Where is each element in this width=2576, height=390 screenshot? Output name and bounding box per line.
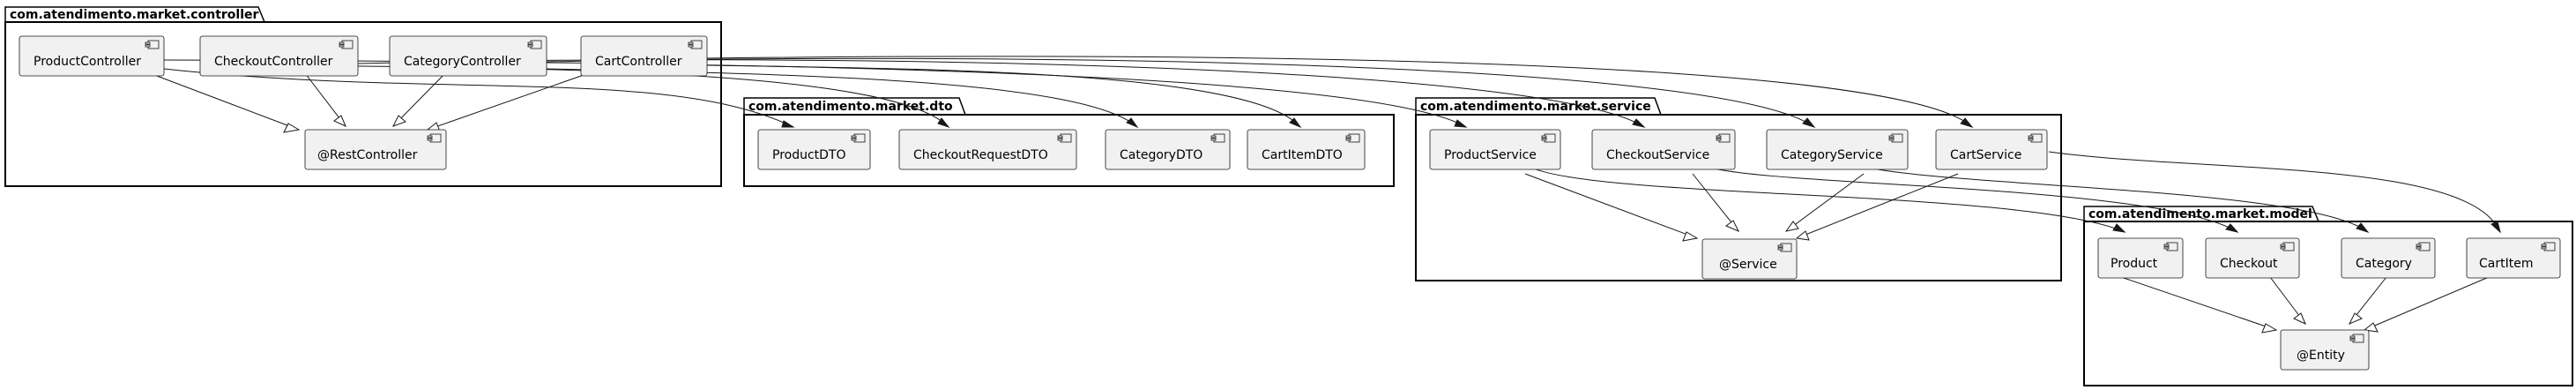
edge-categoryservice-service [1785, 173, 1865, 232]
component-cartitemdto[interactable]: CartItemDTO [1247, 129, 1366, 170]
component-productdto[interactable]: ProductDTO [757, 129, 871, 170]
edge-cartcontroller-cartservice [706, 56, 1973, 128]
component-label: ProductDTO [772, 148, 846, 162]
component-label: CartItemDTO [1262, 148, 1343, 162]
component-category[interactable]: Category [2341, 237, 2436, 279]
edge-product-entity [2120, 276, 2277, 331]
component-label: CartService [1950, 148, 2021, 162]
package-service-title: com.atendimento.market.service [1420, 100, 1651, 114]
component-label: CategoryDTO [1120, 148, 1202, 162]
edge-cartservice-service [1796, 173, 1959, 239]
edge-cartcontroller-cartitemdto [706, 64, 1301, 128]
component-label: Category [2356, 257, 2412, 271]
component-cartitem[interactable]: CartItem [2466, 237, 2561, 279]
component-label: CartController [595, 55, 682, 69]
component-label: CheckoutController [214, 55, 333, 69]
edge-cartservice-cartitem [2048, 151, 2501, 233]
edge-productservice-service [1524, 173, 1698, 239]
component-label: Checkout [2220, 257, 2278, 271]
component-checkoutcontroller[interactable]: CheckoutController [199, 35, 359, 77]
component-checkout[interactable]: Checkout [2205, 237, 2300, 279]
component-checkoutservice[interactable]: CheckoutService [1591, 129, 1736, 170]
package-dto: com.atendimento.market.dto [743, 97, 1395, 187]
component-label: ProductService [1444, 148, 1537, 162]
edge-categorycontroller-categoryservice [546, 57, 1815, 128]
package-model-title: com.atendimento.market.model [2088, 207, 2312, 221]
edge-categoryservice-category [1860, 165, 2369, 233]
component-service-annotation[interactable]: @Service [1701, 238, 1798, 280]
component-label: Product [2111, 257, 2158, 271]
edge-checkoutservice-checkout [1703, 165, 2238, 233]
component-label: CheckoutRequestDTO [913, 148, 1048, 162]
edge-categorycontroller-restcontroller [392, 72, 446, 127]
package-controller-title: com.atendimento.market.controller [10, 8, 258, 22]
realization-edges [149, 72, 2490, 334]
component-label: CartItem [2479, 257, 2533, 271]
component-entity-annotation[interactable]: @Entity [2280, 329, 2370, 371]
edge-productcontroller-productservice [163, 59, 1467, 128]
component-label: CategoryController [404, 55, 521, 69]
edge-productcontroller-productdto [163, 68, 794, 128]
edge-cartitem-entity [2364, 276, 2490, 331]
component-cartcontroller[interactable]: CartController [580, 35, 708, 77]
component-categoryservice[interactable]: CategoryService [1766, 129, 1909, 170]
component-categorycontroller[interactable]: CategoryController [389, 35, 547, 77]
component-label: @RestController [317, 148, 418, 162]
edge-checkoutservice-service [1692, 173, 1739, 232]
edge-productcontroller-restcontroller [149, 72, 300, 131]
component-label: ProductController [34, 55, 141, 69]
component-label: @Entity [2297, 349, 2345, 363]
edge-productservice-product [1527, 165, 2126, 233]
component-productcontroller[interactable]: ProductController [19, 35, 165, 77]
component-restcontroller[interactable]: @RestController [304, 129, 447, 170]
component-productservice[interactable]: ProductService [1429, 129, 1561, 170]
edge-cartcontroller-restcontroller [427, 74, 584, 131]
component-product[interactable]: Product [2097, 237, 2184, 279]
package-dto-title: com.atendimento.market.dto [748, 100, 953, 114]
component-cartservice[interactable]: CartService [1935, 129, 2048, 170]
component-label: @Service [1719, 258, 1777, 272]
edge-checkoutcontroller-checkoutservice [357, 59, 1645, 128]
component-label: CategoryService [1781, 148, 1883, 162]
component-label: CheckoutService [1606, 148, 1709, 162]
package-model: com.atendimento.market.model [2083, 206, 2573, 386]
component-checkoutrequestdto[interactable]: CheckoutRequestDTO [898, 129, 1077, 170]
component-categorydto[interactable]: CategoryDTO [1105, 129, 1231, 170]
